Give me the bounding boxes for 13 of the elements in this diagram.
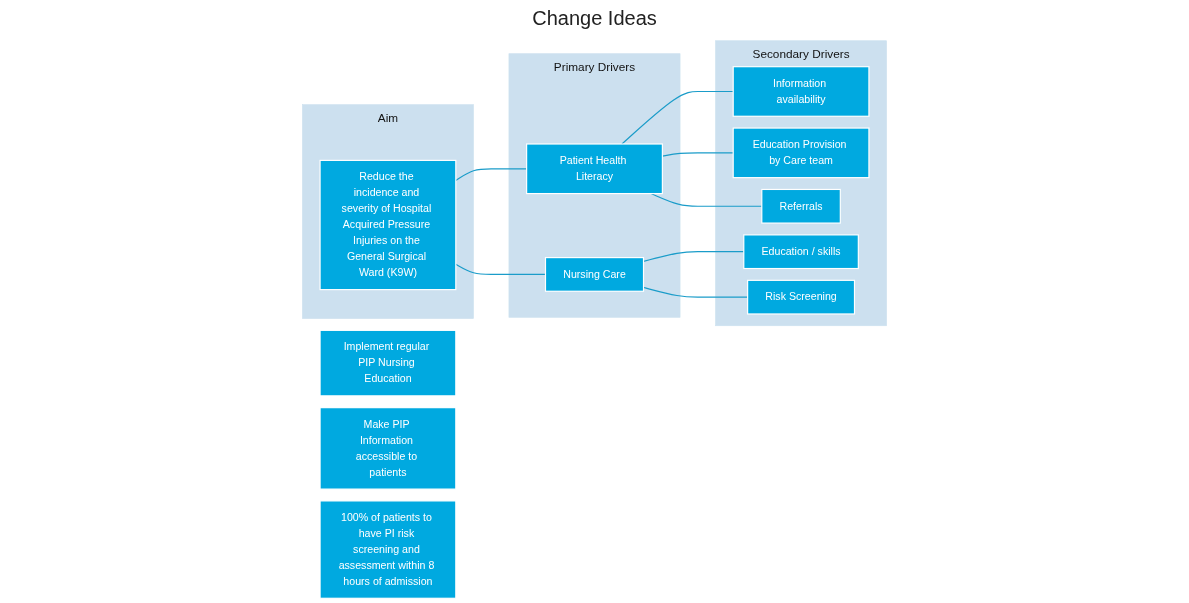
node-box: Education Provision by Care team	[732, 127, 870, 179]
node-box: Make PIP Information accessible to patients	[319, 407, 457, 490]
node-box: Nursing Care	[544, 257, 645, 292]
node-box: Implement regular PIP Nursing Education	[319, 329, 457, 397]
column-heading: Change Ideas	[532, 6, 657, 30]
node-box: Risk Screening	[747, 279, 856, 315]
node-box: Education / skills	[743, 234, 859, 270]
node-box: 100% of patients to have PI risk screening and assessment within 8 hours of admission	[319, 500, 457, 599]
node-box: Patient Health Literacy	[526, 143, 663, 195]
connector	[621, 90, 734, 145]
node-box: Referrals	[761, 188, 841, 224]
node-box: Information availability	[732, 66, 870, 117]
node-box: Reduce the incidence and severity of Hospital Acquired Pressure Injuries on the General Surgical Ward (K9W)	[319, 159, 457, 291]
